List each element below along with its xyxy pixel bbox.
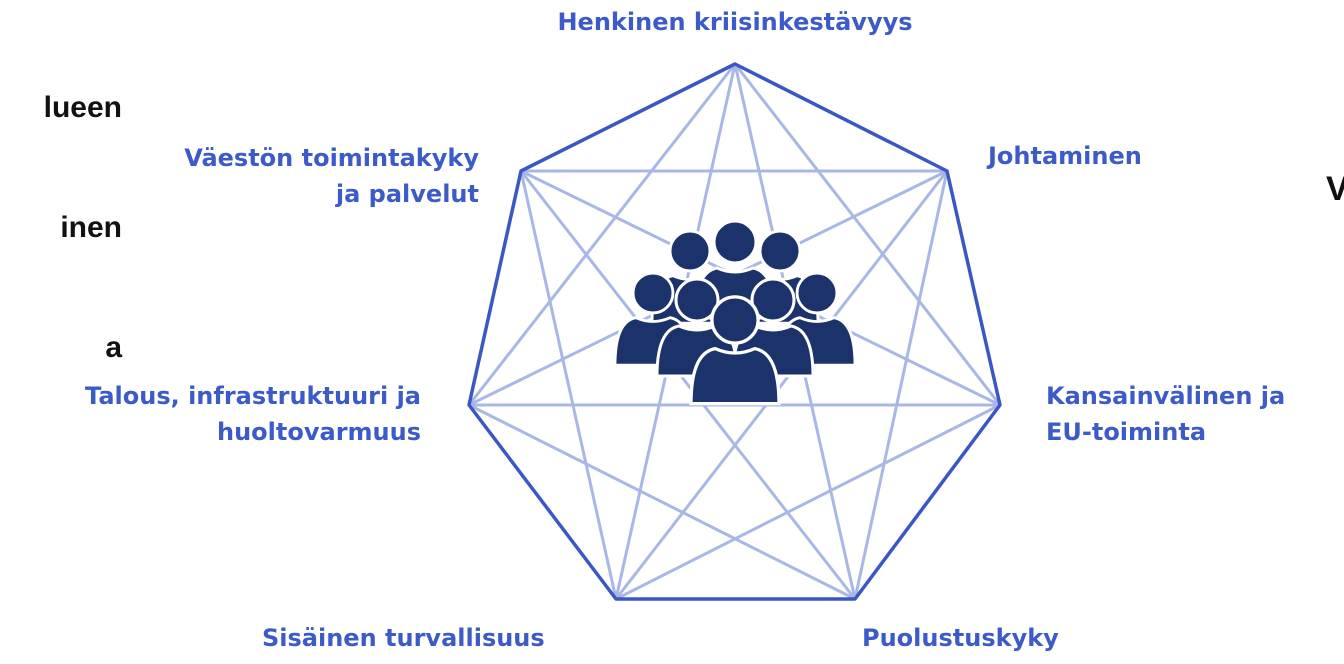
dimension-label-leadership: Johtaminen — [988, 138, 1142, 174]
cut-off-line: lueen — [43, 91, 122, 124]
dimension-label-line: Kansainvälinen ja — [1046, 382, 1286, 410]
dimension-label-economy-infrastructure: Talous, infrastruktuuri ja huoltovarmuus — [0, 378, 421, 450]
dimension-label-line: Puolustuskyky — [862, 624, 1059, 652]
dimension-label-line: Johtaminen — [988, 142, 1142, 170]
connection-line — [519, 170, 857, 600]
dimension-label-international-eu: Kansainvälinen ja EU-toiminta — [1046, 378, 1285, 450]
dimension-label-mental-resilience: Henkinen kriisinkestävyys — [450, 4, 1020, 40]
connection-line — [733, 63, 1002, 406]
connection-line — [614, 170, 949, 600]
dimension-label-line: huoltovarmuus — [217, 418, 421, 446]
dimension-label-line: Väestön toimintakyky — [184, 144, 479, 172]
people-group-icon — [613, 219, 857, 406]
dimension-label-line: Talous, infrastruktuuri ja — [85, 382, 421, 410]
dimension-label-line: EU-toiminta — [1046, 418, 1207, 446]
connection-line — [615, 403, 1001, 601]
cut-off-heading-left: lueen inen a — [0, 8, 122, 408]
connection-line — [467, 63, 737, 406]
connection-line — [519, 170, 618, 600]
connection-line — [853, 170, 949, 600]
person-icon — [689, 295, 781, 406]
connection-line — [468, 403, 856, 601]
dimension-label-line: Henkinen kriisinkestävyys — [557, 8, 913, 36]
dimension-label-internal-security: Sisäinen turvallisuus — [262, 620, 545, 656]
heptagon-outline — [467, 62, 1002, 601]
dimension-label-line: ja palvelut — [335, 180, 479, 208]
dimension-label-defence: Puolustuskyky — [862, 620, 1059, 656]
cut-off-line: a — [105, 331, 122, 364]
cut-off-line: inen — [60, 211, 122, 244]
connection-lines — [467, 63, 1002, 601]
cut-off-heading-right: V — [1326, 170, 1344, 208]
dimension-label-population-services: Väestön toimintakyky ja palvelut — [0, 140, 479, 212]
dimension-label-line: Sisäinen turvallisuus — [262, 624, 545, 652]
